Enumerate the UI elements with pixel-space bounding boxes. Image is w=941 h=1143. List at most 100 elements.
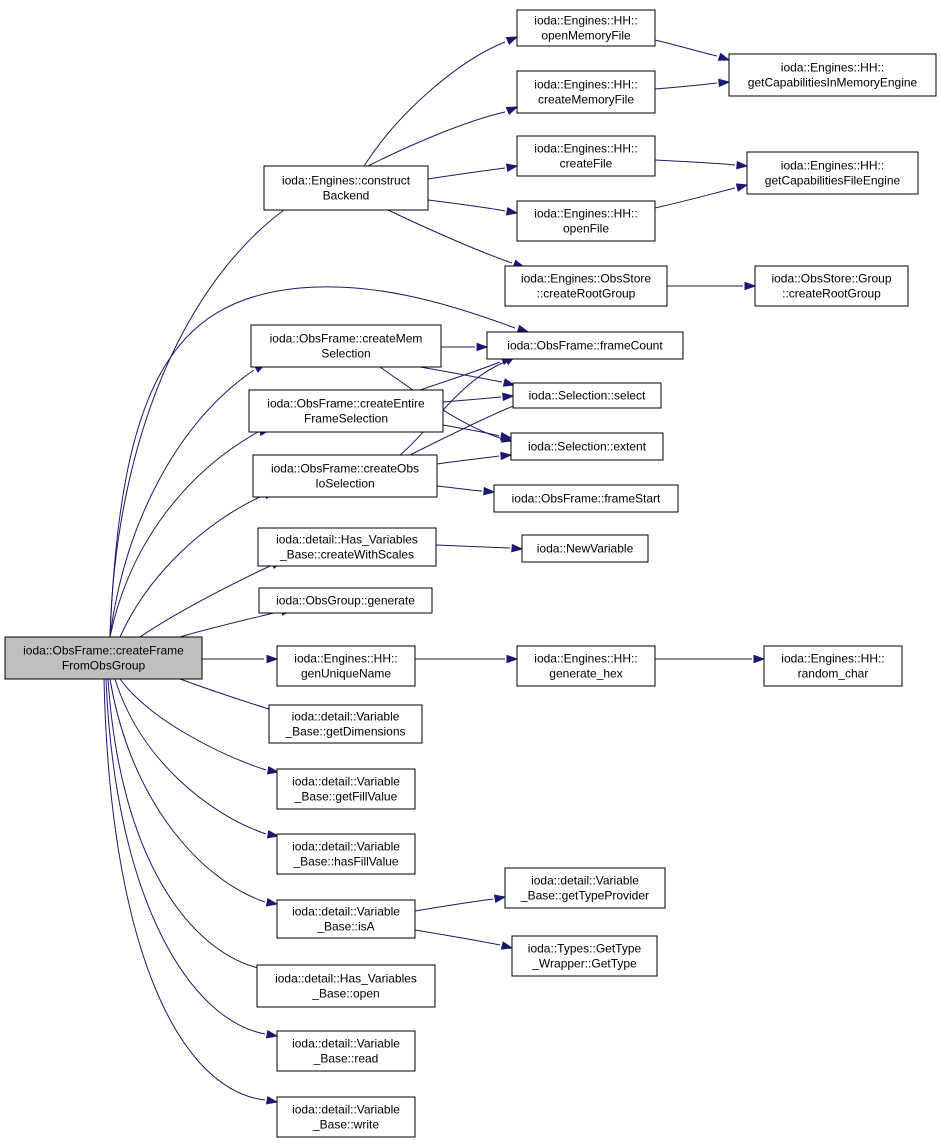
node-label: ioda::Engines::HH:: bbox=[534, 652, 637, 666]
call-nodes: ioda::ObsFrame::createFrameFromObsGroupi… bbox=[4, 9, 937, 1138]
edge-is_a-to-get_type_provider bbox=[414, 894, 507, 912]
edge-line bbox=[654, 39, 718, 57]
node-label: ioda::ObsStore::Group bbox=[771, 272, 891, 286]
edge-line bbox=[109, 431, 259, 638]
node-generate-hex[interactable]: ioda::Engines::HH::generate_hex bbox=[516, 645, 656, 687]
arrowhead-icon bbox=[744, 281, 757, 291]
node-open-file[interactable]: ioda::Engines::HH::openFile bbox=[516, 200, 656, 242]
edge-construct_backend-to-open_file bbox=[427, 199, 519, 216]
edge-line bbox=[654, 187, 736, 209]
node-box bbox=[486, 331, 684, 360]
node-label: _Wrapper::GetType bbox=[531, 957, 637, 971]
node-is-a[interactable]: ioda::detail::Variable_Base::isA bbox=[276, 899, 416, 939]
edge-line bbox=[367, 111, 506, 167]
edge-line bbox=[103, 678, 266, 1101]
node-label: random_char bbox=[798, 667, 869, 681]
node-label: ioda::ObsFrame::frameStart bbox=[512, 492, 661, 506]
node-label: _Base::read bbox=[313, 1052, 379, 1066]
node-box bbox=[256, 964, 436, 1008]
node-selection-extent[interactable]: ioda::Selection::extent bbox=[510, 432, 664, 461]
node-random-char[interactable]: ioda::Engines::HH::random_char bbox=[763, 645, 903, 687]
node-hv-open[interactable]: ioda::detail::Has_Variables_Base::open bbox=[256, 964, 436, 1008]
node-frame-count[interactable]: ioda::ObsFrame::frameCount bbox=[486, 331, 684, 360]
node-box bbox=[504, 265, 668, 307]
node-box bbox=[516, 200, 656, 242]
node-var-read[interactable]: ioda::detail::Variable_Base::read bbox=[276, 1030, 416, 1072]
node-create-file[interactable]: ioda::Engines::HH::createFile bbox=[516, 135, 656, 177]
edge-line bbox=[387, 209, 513, 264]
node-gen-unique-name[interactable]: ioda::Engines::HH::genUniqueName bbox=[276, 645, 416, 687]
node-get-fill-value[interactable]: ioda::detail::Variable_Base::getFillValu… bbox=[276, 768, 416, 810]
node-get-type[interactable]: ioda::Types::GetType_Wrapper::GetType bbox=[511, 935, 658, 977]
node-obsstore-group-create-root[interactable]: ioda::ObsStore::Group::createRootGroup bbox=[754, 265, 909, 307]
node-get-cap-inmem[interactable]: ioda::Engines::HH::getCapabilitiesInMemo… bbox=[728, 53, 937, 97]
node-box bbox=[4, 636, 203, 680]
arrowhead-icon bbox=[717, 52, 731, 61]
edge-line bbox=[414, 898, 494, 912]
arrowhead-icon bbox=[502, 392, 515, 402]
node-box bbox=[258, 587, 433, 614]
node-get-cap-file[interactable]: ioda::Engines::HH::getCapabilitiesFileEn… bbox=[746, 151, 919, 195]
node-has-fill-value[interactable]: ioda::detail::Variable_Base::hasFillValu… bbox=[276, 833, 416, 875]
edge-root-to-create_mem_selection bbox=[109, 363, 267, 638]
edge-line bbox=[109, 369, 255, 638]
edge-construct_backend-to-create_file bbox=[427, 163, 519, 180]
node-new-variable[interactable]: ioda::NewVariable bbox=[521, 534, 649, 563]
node-label: ioda::Engines::HH:: bbox=[781, 652, 884, 666]
arrowhead-icon bbox=[500, 941, 514, 950]
node-label: createMemoryFile bbox=[538, 93, 634, 107]
node-box bbox=[268, 704, 423, 744]
node-box bbox=[250, 324, 442, 368]
node-selection-select[interactable]: ioda::Selection::select bbox=[512, 382, 662, 409]
edge-line bbox=[179, 611, 279, 638]
node-label: getCapabilitiesFileEngine bbox=[765, 174, 901, 188]
node-box bbox=[248, 389, 444, 433]
edge-line bbox=[654, 82, 718, 90]
node-box bbox=[276, 899, 416, 939]
node-create-memory-file[interactable]: ioda::Engines::HH::createMemoryFile bbox=[516, 70, 656, 114]
node-create-with-scales[interactable]: ioda::detail::Has_Variables_Base::create… bbox=[257, 527, 437, 567]
node-obsstore-create-root[interactable]: ioda::Engines::ObsStore::createRootGroup bbox=[504, 265, 668, 307]
node-box bbox=[728, 53, 937, 97]
node-label: _Base::createWithScales bbox=[279, 548, 414, 562]
arrowhead-icon bbox=[266, 830, 280, 839]
node-get-dimensions[interactable]: ioda::detail::Variable_Base::getDimensio… bbox=[268, 704, 423, 744]
node-get-type-provider[interactable]: ioda::detail::Variable_Base::getTypeProv… bbox=[504, 867, 666, 909]
node-label: ioda::detail::Variable bbox=[531, 874, 639, 888]
node-obsgroup-generate[interactable]: ioda::ObsGroup::generate bbox=[258, 587, 433, 614]
edge-line bbox=[427, 167, 506, 180]
node-box bbox=[763, 645, 903, 687]
node-box bbox=[516, 70, 656, 114]
edge-open_memory_file-to-get_cap_inmem bbox=[654, 39, 731, 61]
edge-is_a-to-get_type bbox=[414, 929, 514, 950]
arrowhead-icon bbox=[505, 36, 519, 46]
arrowhead-icon bbox=[265, 1030, 279, 1039]
edge-generate_hex-to-random_char bbox=[655, 654, 766, 664]
edge-line bbox=[179, 678, 273, 711]
edge-create_with_scales-to-new_variable bbox=[435, 543, 524, 553]
edge-line bbox=[442, 396, 502, 403]
node-var-write[interactable]: ioda::detail::Variable_Base::write bbox=[276, 1096, 416, 1138]
arrowhead-icon bbox=[265, 898, 279, 907]
node-label: _Base::getFillValue bbox=[294, 790, 398, 804]
edge-line bbox=[436, 485, 483, 492]
arrowhead-icon bbox=[483, 486, 496, 496]
arrowhead-icon bbox=[516, 324, 530, 334]
node-label: ioda::ObsFrame::createMem bbox=[270, 332, 423, 346]
node-label: Selection bbox=[321, 347, 370, 361]
node-box bbox=[257, 527, 437, 567]
node-create-entire-frame-selection[interactable]: ioda::ObsFrame::createEntireFrameSelecti… bbox=[248, 389, 444, 433]
node-label: ioda::detail::Variable bbox=[292, 775, 400, 789]
node-box bbox=[276, 1096, 416, 1138]
edge-construct_backend-to-create_memory_file bbox=[367, 106, 519, 167]
node-frame-start[interactable]: ioda::ObsFrame::frameStart bbox=[493, 484, 679, 513]
node-label: _Base::write bbox=[312, 1118, 379, 1132]
node-label: ioda::detail::Has_Variables bbox=[276, 533, 418, 547]
arrowhead-icon bbox=[506, 654, 519, 664]
node-open-memory-file[interactable]: ioda::Engines::HH::openMemoryFile bbox=[516, 9, 656, 47]
node-label: IoSelection bbox=[315, 477, 374, 491]
